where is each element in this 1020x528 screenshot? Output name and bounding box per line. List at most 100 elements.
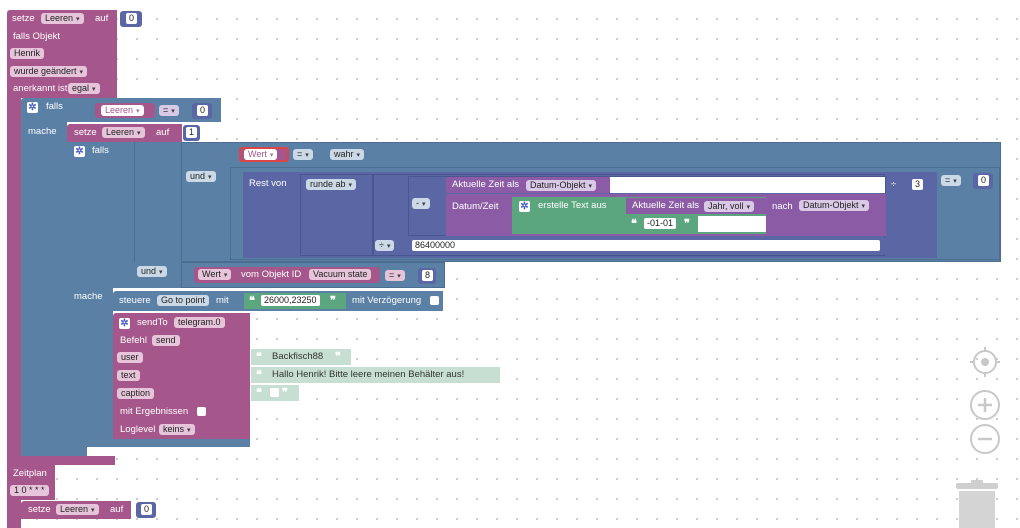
- quote-close-icon: ❞: [335, 351, 341, 363]
- variable-dropdown[interactable]: Leeren▾: [56, 504, 99, 515]
- text-literal-block[interactable]: ❝ ❞: [251, 385, 299, 401]
- set-variable-block-top[interactable]: setze Leeren▾ auf: [7, 10, 117, 28]
- adapter-dropdown[interactable]: telegram.0: [174, 317, 225, 328]
- zoom-out-icon[interactable]: [969, 423, 1001, 455]
- variable-dropdown[interactable]: Leeren▾: [41, 13, 84, 24]
- number-field[interactable]: 3: [912, 179, 924, 190]
- number-block[interactable]: 0: [192, 103, 212, 119]
- boolean-dropdown[interactable]: wahr▾: [330, 149, 365, 160]
- loglevel-dropdown[interactable]: keins▾: [159, 424, 195, 435]
- text-literal-block[interactable]: ❝ Backfisch88 ❞: [251, 349, 351, 365]
- target-icon[interactable]: [969, 346, 1001, 378]
- white-gap: [610, 177, 885, 193]
- trigger-spine: [7, 98, 21, 465]
- number-block[interactable]: 0: [973, 173, 993, 189]
- text-field[interactable]: 26000,23250: [261, 295, 320, 306]
- param-user-field[interactable]: user: [117, 352, 143, 363]
- gear-icon[interactable]: ✲: [27, 102, 38, 113]
- param-caption-field[interactable]: caption: [117, 388, 155, 399]
- quote-open-icon: ❝: [249, 295, 255, 307]
- object-id-field[interactable]: Henrik: [10, 48, 45, 59]
- compare-op-dropdown[interactable]: =▾: [941, 175, 961, 186]
- number-field[interactable]: 8: [422, 270, 434, 281]
- and-dropdown[interactable]: und▾: [186, 171, 216, 182]
- trigger-bottom: [7, 456, 115, 465]
- ack-dropdown[interactable]: egal▾: [68, 83, 100, 94]
- trigger-type-dropdown[interactable]: wurde geändert▾: [10, 66, 88, 77]
- loglevel-label: Loglevel: [120, 424, 156, 435]
- number-field[interactable]: 86400000: [412, 240, 880, 251]
- gear-icon[interactable]: ✲: [119, 318, 130, 329]
- value-dropdown[interactable]: Wert▾: [244, 149, 278, 160]
- and-dropdown[interactable]: und▾: [137, 266, 167, 277]
- steuere-label: steuere: [119, 295, 151, 306]
- operator-dropdown[interactable]: =▾: [159, 105, 179, 116]
- minus-dropdown[interactable]: -▾: [412, 198, 430, 209]
- if2-spine: [67, 288, 113, 446]
- quote-open-icon: ❝: [256, 351, 262, 363]
- operator-dropdown[interactable]: =▾: [385, 270, 405, 281]
- schedule-block[interactable]: Zeitplan 1 0 * * *: [7, 465, 55, 500]
- schedule-spine: [7, 500, 21, 528]
- verzoegerung-label: mit Verzögerung: [352, 295, 422, 306]
- number-block[interactable]: 3: [905, 177, 930, 193]
- param-text-field[interactable]: text: [117, 370, 140, 381]
- round-dropdown[interactable]: runde ab▾: [306, 179, 357, 190]
- if-block-outer[interactable]: ✲ falls: [21, 98, 81, 122]
- state-dropdown[interactable]: Go to point: [157, 295, 210, 306]
- value-block[interactable]: Wert▾: [239, 147, 289, 162]
- divide-dropdown[interactable]: ÷▾: [375, 240, 395, 251]
- sendto-block[interactable]: ✲ sendTo telegram.0 Befehl send user tex…: [113, 313, 250, 439]
- number-field[interactable]: 0: [978, 175, 990, 186]
- number-field[interactable]: 0: [126, 13, 138, 24]
- text-literal-block[interactable]: ❝ 26000,23250 ❞: [244, 293, 346, 309]
- trigger-block[interactable]: falls Objekt Henrik wurde geändert▾ aner…: [7, 28, 117, 98]
- time-format-dropdown[interactable]: Jahr, voll▾: [704, 201, 755, 212]
- result-checkbox[interactable]: [197, 407, 206, 416]
- number-block[interactable]: 8: [418, 268, 436, 284]
- object-id-field[interactable]: Vacuum state: [309, 269, 372, 280]
- number-block[interactable]: 0: [120, 11, 142, 27]
- text-value[interactable]: Backfisch88: [272, 351, 324, 362]
- if1-spine: [21, 122, 67, 452]
- auf-label: auf: [156, 127, 170, 138]
- number-field[interactable]: 0: [197, 105, 209, 116]
- gear-icon[interactable]: ✲: [519, 201, 530, 212]
- number-block[interactable]: 86400000: [408, 238, 886, 254]
- text-field[interactable]: -01-01: [644, 218, 677, 229]
- divide-symbol: ÷: [891, 179, 897, 190]
- number-block[interactable]: 0: [136, 502, 156, 518]
- target-format-dropdown[interactable]: Datum-Objekt▾: [799, 200, 870, 211]
- if2-bottom: [67, 438, 250, 447]
- number-field[interactable]: 1: [186, 127, 198, 138]
- round-block[interactable]: runde ab▾: [300, 174, 373, 256]
- text-literal-block[interactable]: ❝ Hallo Henrik! Bitte leere meinen Behäl…: [251, 367, 500, 383]
- delay-checkbox[interactable]: [430, 296, 439, 305]
- if2-gutter: [134, 142, 135, 262]
- time-format-dropdown[interactable]: Datum-Objekt▾: [526, 180, 597, 191]
- text-value[interactable]: Hallo Henrik! Bitte leere meinen Behälte…: [272, 369, 465, 380]
- white-gap: [698, 216, 766, 232]
- set-variable-block[interactable]: setze Leeren▾ auf: [67, 124, 182, 142]
- command-field[interactable]: send: [152, 335, 180, 346]
- object-value-block[interactable]: Wert▾ vom Objekt ID Vacuum state: [194, 267, 380, 283]
- cron-field[interactable]: 1 0 * * *: [10, 485, 49, 496]
- value-dropdown[interactable]: Wert▾: [198, 269, 232, 280]
- current-time-block[interactable]: Aktuelle Zeit als Datum-Objekt▾: [446, 177, 610, 193]
- gear-icon[interactable]: ✲: [74, 146, 85, 157]
- current-time-block[interactable]: Aktuelle Zeit als Jahr, voll▾: [626, 198, 766, 214]
- number-field[interactable]: 0: [141, 504, 153, 515]
- quote-close-icon: ❞: [330, 295, 336, 307]
- operator-dropdown[interactable]: =▾: [293, 149, 313, 160]
- set-variable-block-bottom[interactable]: setze Leeren▾ auf: [21, 501, 131, 519]
- compare-var-block[interactable]: Leeren▾: [95, 103, 155, 118]
- zoom-in-icon[interactable]: [969, 389, 1001, 421]
- zeitplan-label: Zeitplan: [13, 468, 47, 479]
- sendto-label: sendTo: [137, 317, 168, 328]
- trash-icon[interactable]: [954, 480, 1000, 528]
- text-literal-block[interactable]: ❝ -01-01 ❞: [626, 216, 698, 232]
- variable-dropdown[interactable]: Leeren▾: [102, 127, 145, 138]
- variable-dropdown[interactable]: Leeren▾: [101, 105, 144, 116]
- empty-text-field[interactable]: [270, 388, 279, 397]
- number-block[interactable]: 1: [183, 125, 200, 141]
